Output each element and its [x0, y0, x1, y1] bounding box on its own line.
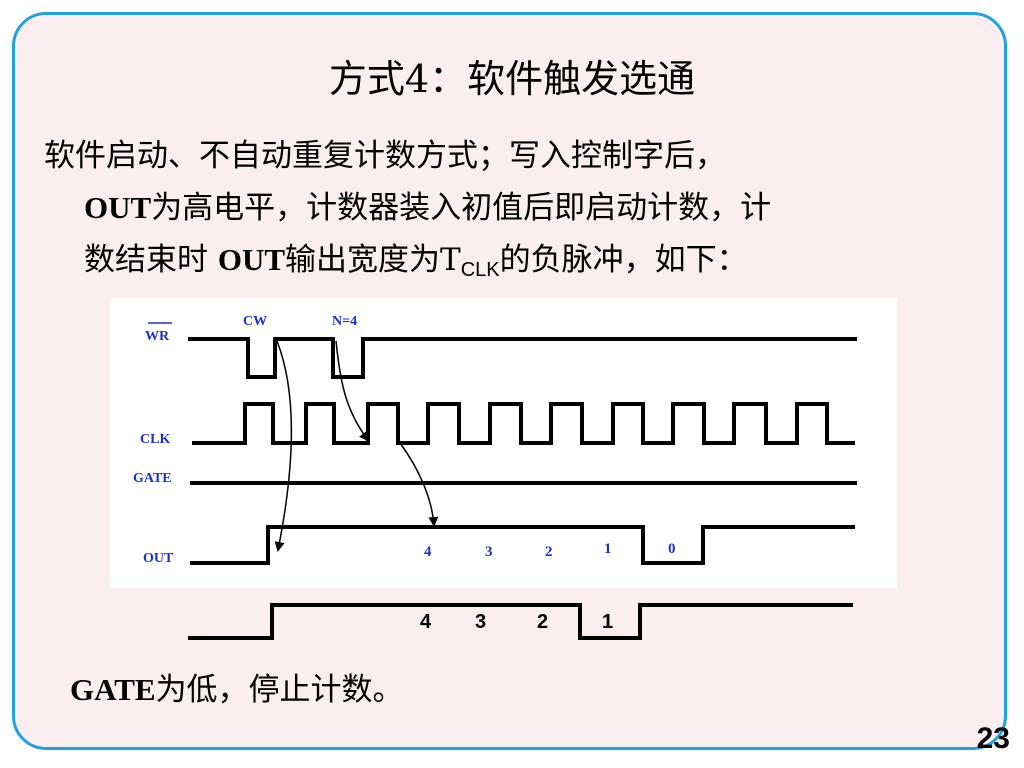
paragraph-line-3: 数结束时 OUT输出宽度为TCLK的负脉冲，如下：	[44, 234, 984, 296]
slide-title: 方式4：软件触发选通	[328, 57, 696, 101]
out-count-4: 4	[424, 544, 432, 560]
paragraph-line-3-a: 数结束时	[84, 242, 218, 278]
out-count-2: 2	[545, 544, 553, 560]
out-count-0: 0	[668, 541, 676, 557]
gate-low-count-3: 3	[475, 611, 486, 633]
gate-term: GATE	[70, 672, 156, 707]
gate-note: GATE为低，停止计数。	[70, 664, 404, 709]
cw-annotation: CW	[243, 314, 267, 329]
out-count-1: 1	[604, 541, 612, 557]
cw-to-out-arrow	[274, 340, 293, 552]
body-paragraph: 软件启动、不自动重复计数方式；写入控制字后， OUT为高电平，计数器装入初值后即…	[44, 130, 984, 296]
gate-note-rest: 为低，停止计数。	[155, 672, 404, 708]
gate-low-count-1: 1	[602, 611, 613, 633]
paragraph-line-2-rest: 为高电平，计数器装入初值后即启动计数，计	[151, 190, 772, 226]
clk-subscript: CLK	[460, 259, 500, 281]
clk-waveform	[192, 402, 855, 445]
out-count-3: 3	[485, 544, 493, 560]
page-number: 23	[976, 722, 1010, 755]
paragraph-line-2: OUT为高电平，计数器装入初值后即启动计数，计	[44, 182, 984, 234]
wr-waveform	[188, 337, 857, 379]
out-waveform	[190, 525, 855, 565]
gate-label: GATE	[133, 471, 172, 486]
paragraph-line-1: 软件启动、不自动重复计数方式；写入控制字后，	[44, 138, 726, 174]
out-label: OUT	[143, 551, 174, 566]
n-to-clk-arrow	[335, 340, 370, 442]
paragraph-line-3-c: 的负脉冲，如下：	[499, 242, 748, 278]
out-gate-low-waveform	[188, 603, 853, 640]
gate-low-count-2: 2	[537, 611, 548, 633]
out-term-2: OUT	[217, 242, 286, 277]
gate-low-count-4: 4	[420, 611, 432, 633]
clk-label: CLK	[140, 432, 170, 447]
clk-to-out-arrow	[399, 442, 439, 527]
wr-label: WR	[145, 329, 170, 344]
out-term: OUT	[84, 190, 152, 225]
paragraph-line-3-b: 输出宽度为T	[285, 242, 461, 278]
n4-annotation: N=4	[332, 314, 357, 329]
